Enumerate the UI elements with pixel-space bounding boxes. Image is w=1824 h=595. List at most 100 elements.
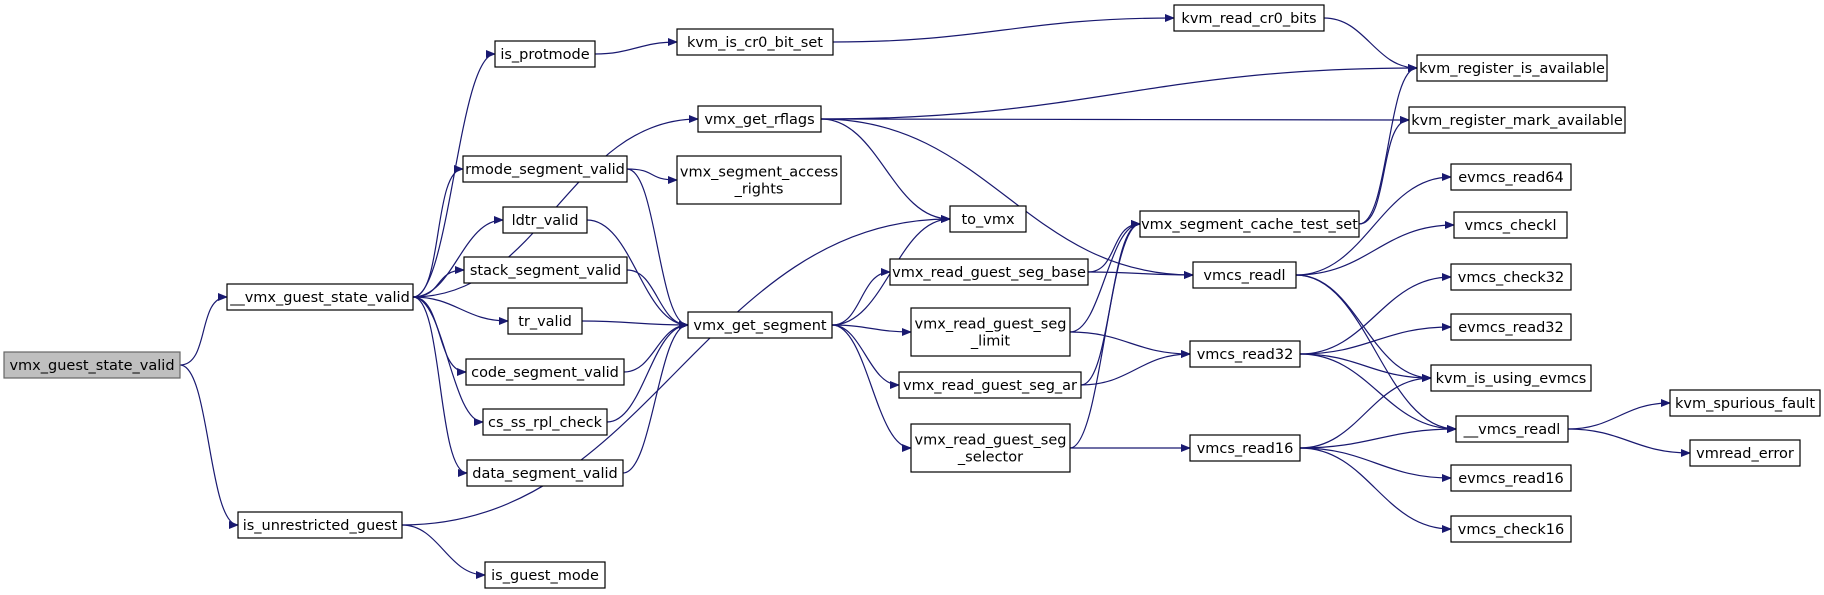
node-label: vmcs_check16 bbox=[1458, 522, 1564, 538]
node-label: evmcs_read64 bbox=[1458, 170, 1564, 186]
node-vmx-get-rflags[interactable]: vmx_get_rflags bbox=[697, 105, 822, 133]
node-label: vmcs_read16 bbox=[1197, 441, 1294, 457]
edge-vmx-read-guest-seg-limit-to-vmx-segment-cache-test-set bbox=[1069, 220, 1141, 333]
edge-vmx-guest-state-valid-to-is-unrestricted-guest bbox=[179, 364, 239, 529]
node-label: rmode_segment_valid bbox=[465, 162, 625, 178]
node-box bbox=[1408, 106, 1626, 134]
node-label: vmcs_check32 bbox=[1458, 270, 1564, 286]
edge-vmx-read-guest-seg-base-to-vmcs-readl bbox=[1087, 270, 1194, 279]
node-kvm-is-using-evmcs[interactable]: kvm_is_using_evmcs bbox=[1430, 364, 1592, 392]
node-vmcs-check16[interactable]: vmcs_check16 bbox=[1450, 515, 1572, 543]
edge-vmcs-read32-to-evmcs-read32 bbox=[1299, 323, 1452, 355]
node-is-unrestricted-guest[interactable]: is_unrestricted_guest bbox=[237, 511, 403, 539]
node-stack-segment-valid[interactable]: stack_segment_valid bbox=[463, 256, 628, 284]
node-is-protmode[interactable]: is_protmode bbox=[494, 40, 596, 68]
node-label: vmx_read_guest_seg_ar bbox=[903, 378, 1077, 394]
node-box bbox=[237, 511, 403, 539]
node-label: is_protmode bbox=[500, 47, 589, 63]
node-label: to_vmx bbox=[961, 212, 1015, 228]
edge-vmcs-readl-to-vmcs-checkl bbox=[1295, 221, 1455, 276]
node-box bbox=[1189, 434, 1301, 462]
node-box bbox=[466, 459, 624, 487]
node-vmx-read-guest-seg-selector[interactable]: vmx_read_guest_seg_selector bbox=[910, 423, 1071, 473]
node-to-vmx[interactable]: to_vmx bbox=[949, 205, 1027, 233]
edge-kvm-is-cr0-bit-set-to-kvm-read-cr0-bits bbox=[832, 14, 1175, 43]
node-label: vmcs_read32 bbox=[1197, 347, 1294, 363]
node-box bbox=[494, 40, 596, 68]
node-label: evmcs_read16 bbox=[1458, 471, 1564, 487]
node-label: __vmx_guest_state_valid bbox=[229, 290, 410, 306]
node-kvm-spurious-fault[interactable]: kvm_spurious_fault bbox=[1669, 389, 1821, 417]
node-data-segment-valid[interactable]: data_segment_valid bbox=[466, 459, 624, 487]
node-vmx-read-guest-seg-ar[interactable]: vmx_read_guest_seg_ar bbox=[898, 371, 1082, 399]
node-label: kvm_spurious_fault bbox=[1675, 396, 1815, 412]
edge-vmx-guest-state-valid-to-data-segment-valid bbox=[412, 296, 468, 477]
edge-is-unrestricted-guest-to-to-vmx bbox=[401, 215, 951, 526]
node-box bbox=[949, 205, 1027, 233]
node-box bbox=[1189, 340, 1301, 368]
node-kvm-is-cr0-bit-set[interactable]: kvm_is_cr0_bit_set bbox=[676, 28, 834, 56]
node-kvm-register-mark-available[interactable]: kvm_register_mark_available bbox=[1408, 106, 1626, 134]
node-box bbox=[1192, 261, 1297, 289]
node-box bbox=[697, 105, 822, 133]
node-label: ldtr_valid bbox=[512, 213, 579, 229]
node-code-segment-valid[interactable]: code_segment_valid bbox=[465, 358, 625, 386]
node-box bbox=[910, 307, 1071, 357]
node-is-guest-mode[interactable]: is_guest_mode bbox=[484, 561, 606, 589]
node-vmx-segment-access-rights[interactable]: vmx_segment_access_rights bbox=[676, 155, 842, 205]
node-box bbox=[1450, 263, 1572, 291]
node-box bbox=[889, 258, 1089, 286]
edge-vmx-guest-state-valid-to-cs-ss-rpl-check bbox=[412, 296, 484, 426]
node-vmcs-read32[interactable]: vmcs_read32 bbox=[1189, 340, 1301, 368]
node-label: data_segment_valid bbox=[472, 466, 618, 482]
root-node-vmx-guest-state-valid[interactable]: vmx_guest_state_valid bbox=[3, 351, 181, 379]
node-vmx-segment-cache-test-set[interactable]: vmx_segment_cache_test_set bbox=[1139, 210, 1360, 238]
node-rmode-segment-valid[interactable]: rmode_segment_valid bbox=[462, 155, 628, 183]
node-evmcs-read16[interactable]: evmcs_read16 bbox=[1450, 464, 1572, 492]
node-box bbox=[462, 155, 628, 183]
node-label: vmread_error bbox=[1696, 446, 1794, 462]
node-box bbox=[1450, 313, 1572, 341]
node-vmx-read-guest-seg-limit[interactable]: vmx_read_guest_seg_limit bbox=[910, 307, 1071, 357]
node-cs-ss-rpl-check[interactable]: cs_ss_rpl_check bbox=[482, 408, 608, 436]
node-vmx-get-segment[interactable]: vmx_get_segment bbox=[687, 311, 833, 339]
node-box bbox=[1450, 464, 1572, 492]
edge-vmx-read-guest-seg-limit-to-vmcs-read32 bbox=[1069, 331, 1191, 358]
node-vmcs-readl[interactable]: __vmcs_readl bbox=[1455, 415, 1569, 443]
edge-vmcs-readl-to-evmcs-read64 bbox=[1295, 173, 1452, 276]
edge-vmx-get-segment-to-vmx-read-guest-seg-base bbox=[831, 268, 891, 326]
edge-vmcs-readl-to-vmread-error bbox=[1567, 428, 1691, 457]
edge-vmx-get-rflags-to-to-vmx bbox=[820, 118, 951, 223]
node-ldtr-valid[interactable]: ldtr_valid bbox=[502, 206, 588, 234]
node-label: cs_ss_rpl_check bbox=[488, 415, 603, 431]
node-box bbox=[1430, 364, 1592, 392]
node-vmcs-readl[interactable]: vmcs_readl bbox=[1192, 261, 1297, 289]
node-box bbox=[898, 371, 1082, 399]
node-vmcs-check32[interactable]: vmcs_check32 bbox=[1450, 263, 1572, 291]
node-vmx-read-guest-seg-base[interactable]: vmx_read_guest_seg_base bbox=[889, 258, 1089, 286]
node-label: vmx_segment_cache_test_set bbox=[1141, 217, 1358, 233]
node-box bbox=[1455, 415, 1569, 443]
edge-vmcs-read32-to-kvm-is-using-evmcs bbox=[1299, 353, 1432, 382]
node-box bbox=[1689, 439, 1801, 467]
node-vmcs-read16[interactable]: vmcs_read16 bbox=[1189, 434, 1301, 462]
node-label: vmx_guest_state_valid bbox=[9, 358, 174, 374]
node-evmcs-read64[interactable]: evmcs_read64 bbox=[1450, 163, 1572, 191]
edge-data-segment-valid-to-vmx-get-segment bbox=[622, 321, 689, 474]
node-label: vmcs_checkl bbox=[1465, 218, 1557, 234]
node-box bbox=[3, 351, 181, 379]
node-label: kvm_read_cr0_bits bbox=[1181, 11, 1316, 27]
edge-vmx-guest-state-valid-to-rmode-segment-valid bbox=[412, 165, 464, 298]
node-vmx-guest-state-valid[interactable]: __vmx_guest_state_valid bbox=[226, 283, 414, 311]
edge-vmx-guest-state-valid-to-vmx-guest-state-valid bbox=[179, 293, 228, 366]
node-box bbox=[676, 155, 842, 205]
edge-vmx-read-guest-seg-selector-to-vmx-segment-cache-test-set bbox=[1069, 220, 1141, 449]
node-evmcs-read32[interactable]: evmcs_read32 bbox=[1450, 313, 1572, 341]
node-box bbox=[502, 206, 588, 234]
node-kvm-register-is-available[interactable]: kvm_register_is_available bbox=[1416, 54, 1608, 82]
node-vmcs-checkl[interactable]: vmcs_checkl bbox=[1453, 211, 1568, 239]
node-tr-valid[interactable]: tr_valid bbox=[507, 307, 583, 335]
node-kvm-read-cr0-bits[interactable]: kvm_read_cr0_bits bbox=[1173, 4, 1325, 32]
node-vmread-error[interactable]: vmread_error bbox=[1689, 439, 1801, 467]
